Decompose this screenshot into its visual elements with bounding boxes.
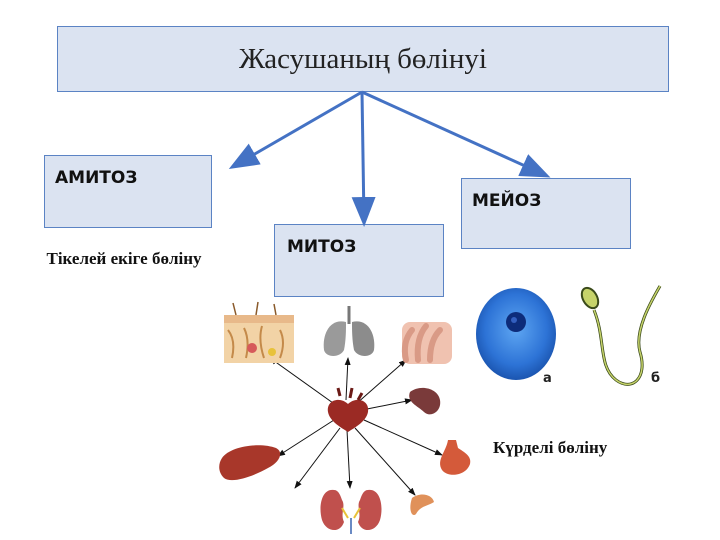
title-box: Жасушаның бөлінуі	[57, 26, 669, 92]
arrow-to-amitoz	[228, 90, 363, 170]
meioz-description: Күрделі бөліну	[493, 438, 608, 457]
fingers-icon	[401, 322, 452, 364]
liver-icon	[219, 445, 281, 481]
meioz-label: МЕЙОЗ	[472, 191, 542, 211]
amitoz-label: АМИТОЗ	[55, 168, 138, 188]
organ-arrows	[269, 357, 443, 496]
mitoz-label: МИТОЗ	[287, 237, 357, 257]
arrow-to-meioz	[361, 90, 551, 178]
heart-icon	[327, 387, 369, 432]
egg-cell-label: а	[543, 371, 552, 386]
sperm-cell-icon	[580, 285, 662, 386]
egg-cell-icon	[476, 288, 556, 380]
branch-arrows	[228, 90, 551, 227]
amitoz-box: АМИТОЗ	[44, 155, 212, 228]
meioz-box: МЕЙОЗ	[461, 178, 631, 249]
arrow-to-mitoz	[351, 91, 376, 227]
amitoz-description: Тікелей екіге бөліну	[46, 249, 202, 268]
lungs-icon	[323, 306, 375, 356]
stomach-icon	[440, 440, 471, 475]
spleen-icon	[409, 387, 441, 415]
sperm-cell-label: б	[651, 371, 660, 386]
pancreas-icon	[410, 494, 434, 516]
kidneys-icon	[320, 489, 382, 534]
diagram-title: Жасушаның бөлінуі	[239, 42, 487, 75]
skin-icon	[224, 301, 294, 363]
